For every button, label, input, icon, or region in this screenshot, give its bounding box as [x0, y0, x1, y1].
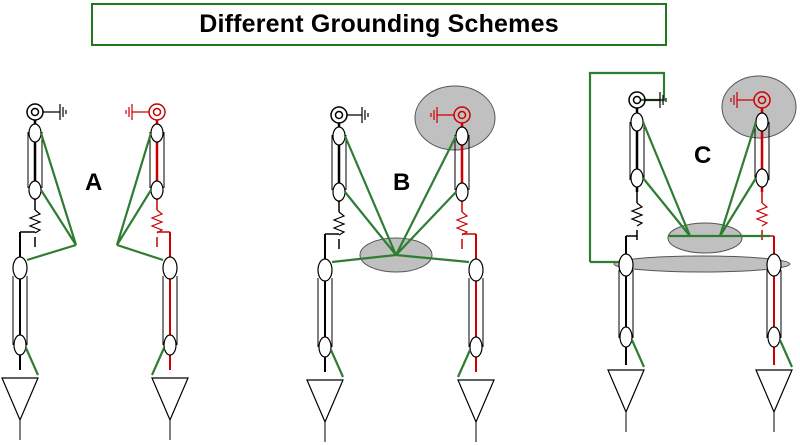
- scheme-c-outer-ground-loop: [588, 71, 666, 262]
- scheme-b-right-electrode: [430, 106, 495, 442]
- scheme-b: B: [306, 85, 496, 442]
- scheme-c-right-ground-wires: [668, 112, 794, 368]
- scheme-b-right-ground-wires: [395, 126, 484, 378]
- scheme-a: A: [1, 103, 189, 440]
- scheme-c-shared-ground: [667, 222, 743, 254]
- scheme-c-label: C: [694, 142, 711, 169]
- scheme-b-left-electrode: [306, 106, 369, 442]
- scheme-a-label: A: [85, 169, 102, 196]
- scheme-a-right-ground-wires: [115, 123, 178, 376]
- scheme-a-left-ground-wires: [12, 123, 78, 376]
- scheme-b-label: B: [393, 169, 410, 196]
- scheme-c-left-ground-wires: [618, 112, 692, 368]
- scheme-a-right-electrode: [125, 103, 189, 440]
- title-box: Different Grounding Schemes: [91, 3, 667, 46]
- scheme-a-left-electrode: [1, 103, 67, 440]
- scheme-b-left-ground-wires: [317, 126, 398, 378]
- diagram-title: Different Grounding Schemes: [199, 10, 559, 38]
- scheme-c: C: [588, 71, 797, 432]
- scheme-c-common-shield-ground: [613, 255, 791, 273]
